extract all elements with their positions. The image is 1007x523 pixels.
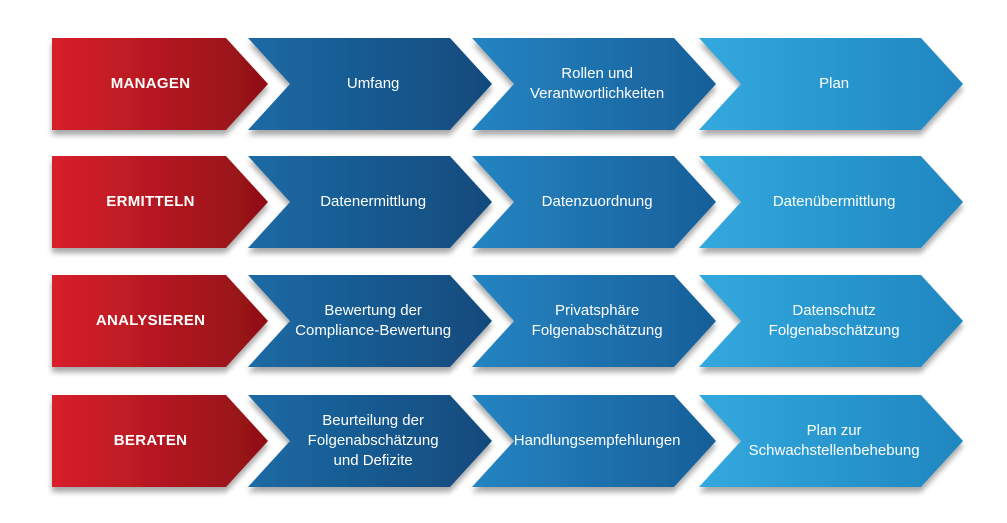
step-arrow-datenermittlung [248, 156, 492, 248]
step-arrow-rollen-und-verantwortlichkeiten [472, 38, 716, 130]
step-arrow-umfang [248, 38, 492, 130]
phase-arrow-ermitteln [52, 156, 268, 248]
step-arrow-plan-zur-schwachstellenbehebung [699, 395, 963, 487]
step-arrow-handlungsempfehlungen [472, 395, 716, 487]
step-arrow-plan [699, 38, 963, 130]
step-arrow-datenzuordnung [472, 156, 716, 248]
step-arrow-beurteilung-der-folgenabschaetzung-und-defizite [248, 395, 492, 487]
phase-arrow-analysieren [52, 275, 268, 367]
phase-arrow-managen [52, 38, 268, 130]
step-arrow-datenschutz-folgenabschaetzung [699, 275, 963, 367]
phase-arrow-beraten [52, 395, 268, 487]
step-arrow-privatsphaere-folgenabschaetzung [472, 275, 716, 367]
step-arrow-datenuebermittlung [699, 156, 963, 248]
step-arrow-bewertung-der-compliance-bewertung [248, 275, 492, 367]
